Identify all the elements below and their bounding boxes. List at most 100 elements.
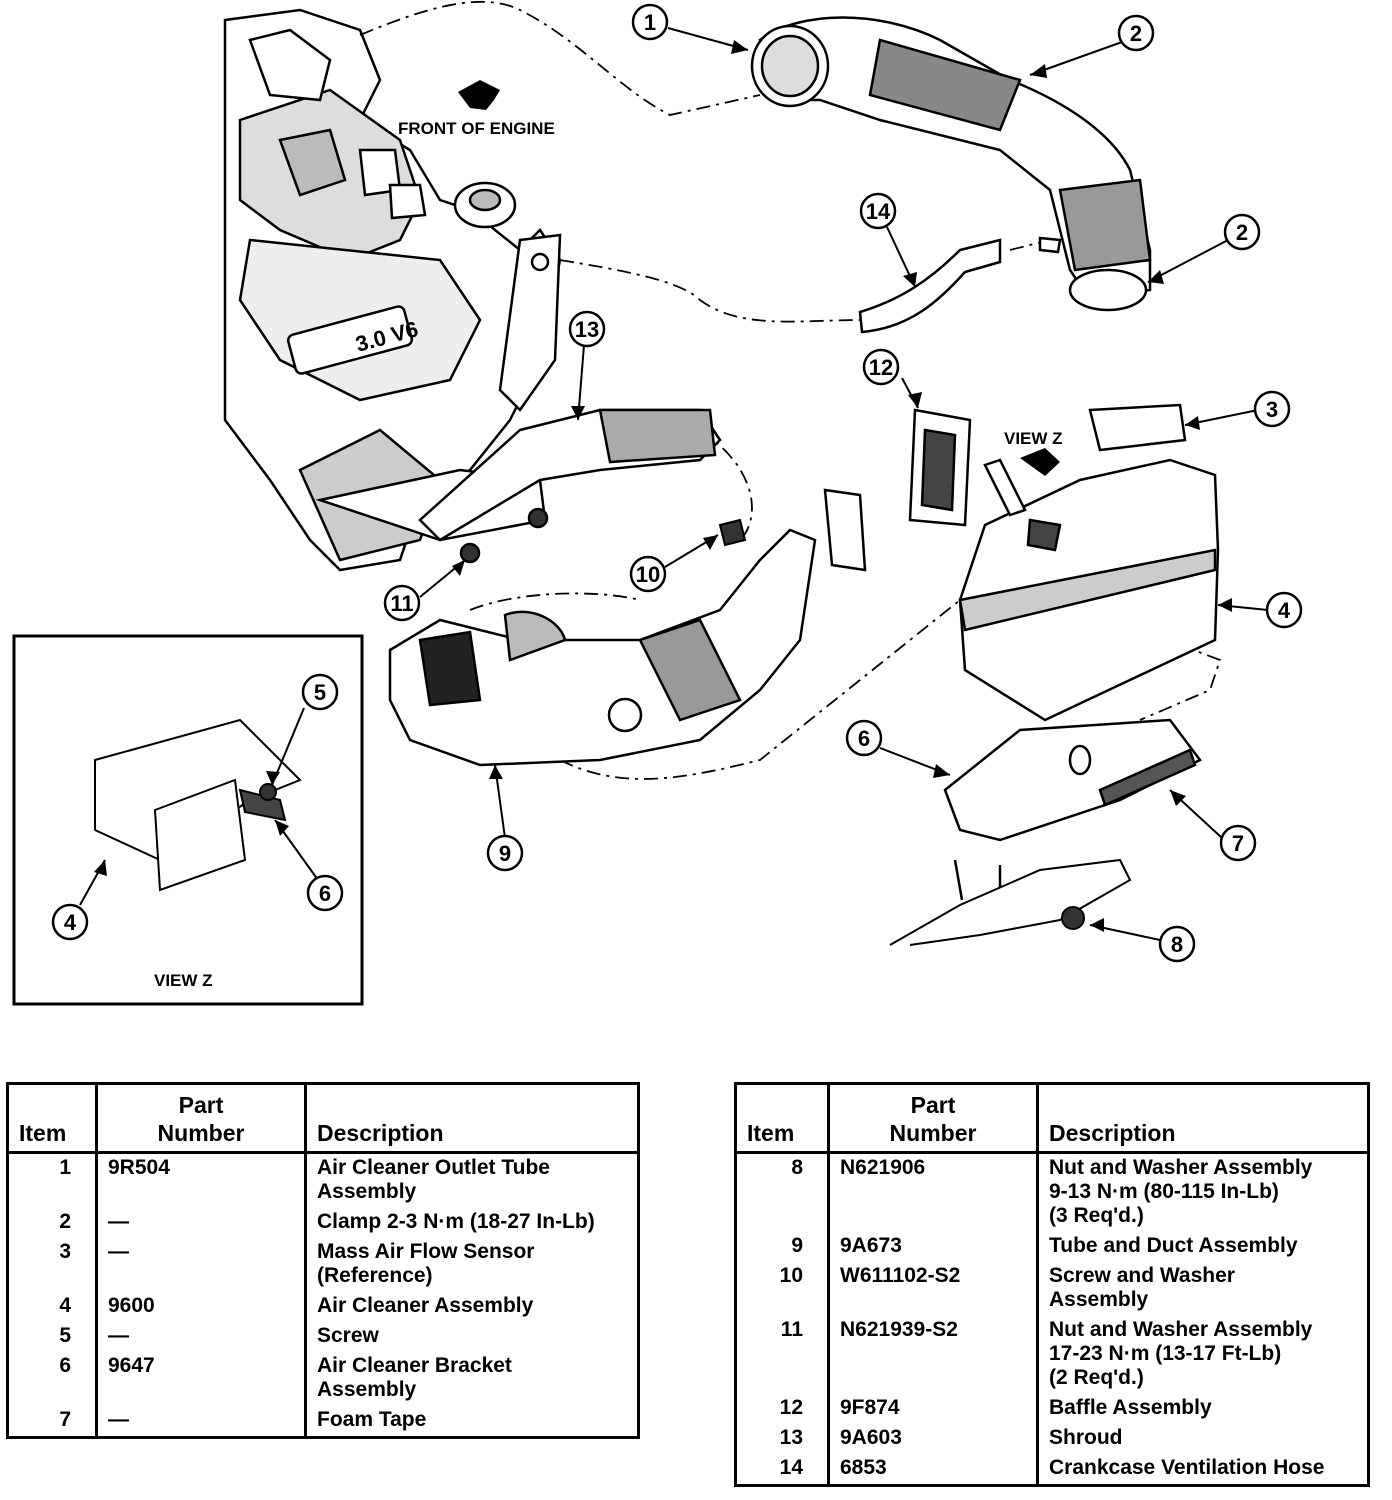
description-cell: Nut and Washer Assembly 17-23 N·m (13-17… xyxy=(1049,1318,1313,1389)
callout-13: 13 xyxy=(575,317,599,342)
callout-4-circle xyxy=(1265,591,1303,629)
callout-1: 2 xyxy=(1130,21,1142,46)
part-number-cell: W611102-S2 xyxy=(828,1262,1039,1316)
exploded-parts-diagram: 3.0 V6 FRONT OF ENGINE xyxy=(12,0,1303,1006)
description-cell: Screw and Washer Assembly xyxy=(1049,1264,1235,1311)
callout-7-circle xyxy=(1219,824,1257,862)
item-cell: 14 xyxy=(735,1454,830,1486)
callout-6-circle xyxy=(845,719,883,757)
header-item: Item xyxy=(735,1083,830,1154)
description-cell: Crankcase Ventilation Hose xyxy=(1049,1456,1325,1479)
callout-9-circle xyxy=(486,834,524,872)
header-description: Description xyxy=(1037,1083,1369,1154)
description-cell: Shroud xyxy=(1049,1426,1123,1449)
part-number-cell: — xyxy=(96,1208,307,1238)
callout-5: 5 xyxy=(314,680,326,705)
callout-14: 14 xyxy=(866,199,891,224)
callout-14-circle xyxy=(859,192,897,230)
callout-3: 3 xyxy=(1266,397,1278,422)
description-cell: Nut and Washer Assembly 9-13 N·m (80-115… xyxy=(1049,1156,1313,1227)
callout-9: 9 xyxy=(499,841,511,866)
callout-5-circle xyxy=(301,673,339,711)
outlet-tube-assembly xyxy=(750,16,1152,312)
item-cell: 11 xyxy=(735,1316,830,1394)
description-cell: Clamp 2-3 N·m (18-27 In-Lb) xyxy=(317,1210,595,1233)
item-cell: 1 xyxy=(7,1152,98,1208)
item-cell: 5 xyxy=(7,1322,98,1352)
item-cell: 7 xyxy=(7,1406,98,1438)
view-z-arrow-label: VIEW Z xyxy=(1004,429,1063,448)
callout-numbers: 1 2 2 3 4 5 6 6 7 8 9 10 11 12 13 14 4 xyxy=(64,10,1291,957)
callout-2-right: 2 xyxy=(1236,220,1248,245)
callout-4-inset: 4 xyxy=(64,910,77,935)
part-number-cell: 9A673 xyxy=(828,1232,1039,1262)
part-number-cell: 9A603 xyxy=(828,1424,1039,1454)
item-cell: 9 xyxy=(735,1232,830,1262)
description-cell: Air Cleaner Assembly xyxy=(317,1294,534,1317)
callout-2-top-circle xyxy=(631,3,669,41)
part-number-cell: 9647 xyxy=(96,1352,307,1406)
callout-12-circle xyxy=(862,348,900,386)
item-cell: 4 xyxy=(7,1292,98,1322)
nut-washer-part xyxy=(1061,906,1085,930)
description-cell: Screw xyxy=(317,1324,379,1347)
callout-12: 12 xyxy=(869,355,893,380)
callout-4-inset-circle xyxy=(51,903,89,941)
callout-8: 8 xyxy=(1171,932,1183,957)
screw-washer-part xyxy=(718,518,747,547)
callout-6: 6 xyxy=(858,726,870,751)
part-number-cell: — xyxy=(96,1322,307,1352)
part-number-cell: 9R504 xyxy=(96,1152,307,1208)
table-row: 3—Mass Air Flow Sensor (Reference) xyxy=(7,1238,639,1292)
item-cell: 10 xyxy=(735,1262,830,1316)
bracket-assembly xyxy=(943,718,1202,901)
callout-2-top: 1 xyxy=(644,10,656,35)
description-cell: Foam Tape xyxy=(317,1408,427,1431)
crankcase-ventilation-hose xyxy=(858,238,1002,334)
callout-13-circle xyxy=(568,310,606,348)
header-description: Description xyxy=(305,1083,639,1154)
item-cell: 8 xyxy=(735,1152,830,1232)
callout-4: 4 xyxy=(1278,598,1291,623)
view-z-inset-label: VIEW Z xyxy=(154,971,213,990)
air-cleaner-assembly xyxy=(958,403,1220,722)
part-number-cell: — xyxy=(96,1406,307,1438)
item-cell: 3 xyxy=(7,1238,98,1292)
part-number-cell: 9600 xyxy=(96,1292,307,1322)
callout-11: 11 xyxy=(390,591,413,616)
leader-arrowheads xyxy=(94,40,1232,932)
header-item: Item xyxy=(7,1083,98,1154)
callout-2-right-circle xyxy=(1223,213,1261,251)
callout-1-circle xyxy=(1117,14,1155,52)
baffle-assembly xyxy=(823,408,972,572)
item-cell: 6 xyxy=(7,1352,98,1406)
callout-11-circle xyxy=(383,584,421,622)
description-cell: Air Cleaner Bracket Assembly xyxy=(317,1354,512,1401)
callout-circles xyxy=(51,3,1303,963)
callout-10-circle xyxy=(629,555,667,593)
engine-illustration xyxy=(223,8,562,572)
part-number-cell: 6853 xyxy=(828,1454,1039,1486)
description-cell: Baffle Assembly xyxy=(1049,1396,1212,1419)
tube-duct-assembly xyxy=(388,528,817,767)
part-number-cell: N621939-S2 xyxy=(828,1316,1039,1394)
part-number-cell: 9F874 xyxy=(828,1394,1039,1424)
description-cell: Tube and Duct Assembly xyxy=(1049,1234,1298,1257)
description-cell: Mass Air Flow Sensor (Reference) xyxy=(317,1240,535,1287)
item-cell: 12 xyxy=(735,1394,830,1424)
description-cell: Air Cleaner Outlet Tube Assembly xyxy=(317,1156,550,1203)
table-row: 5— Screw xyxy=(7,1322,639,1352)
callout-3-circle xyxy=(1253,390,1291,428)
